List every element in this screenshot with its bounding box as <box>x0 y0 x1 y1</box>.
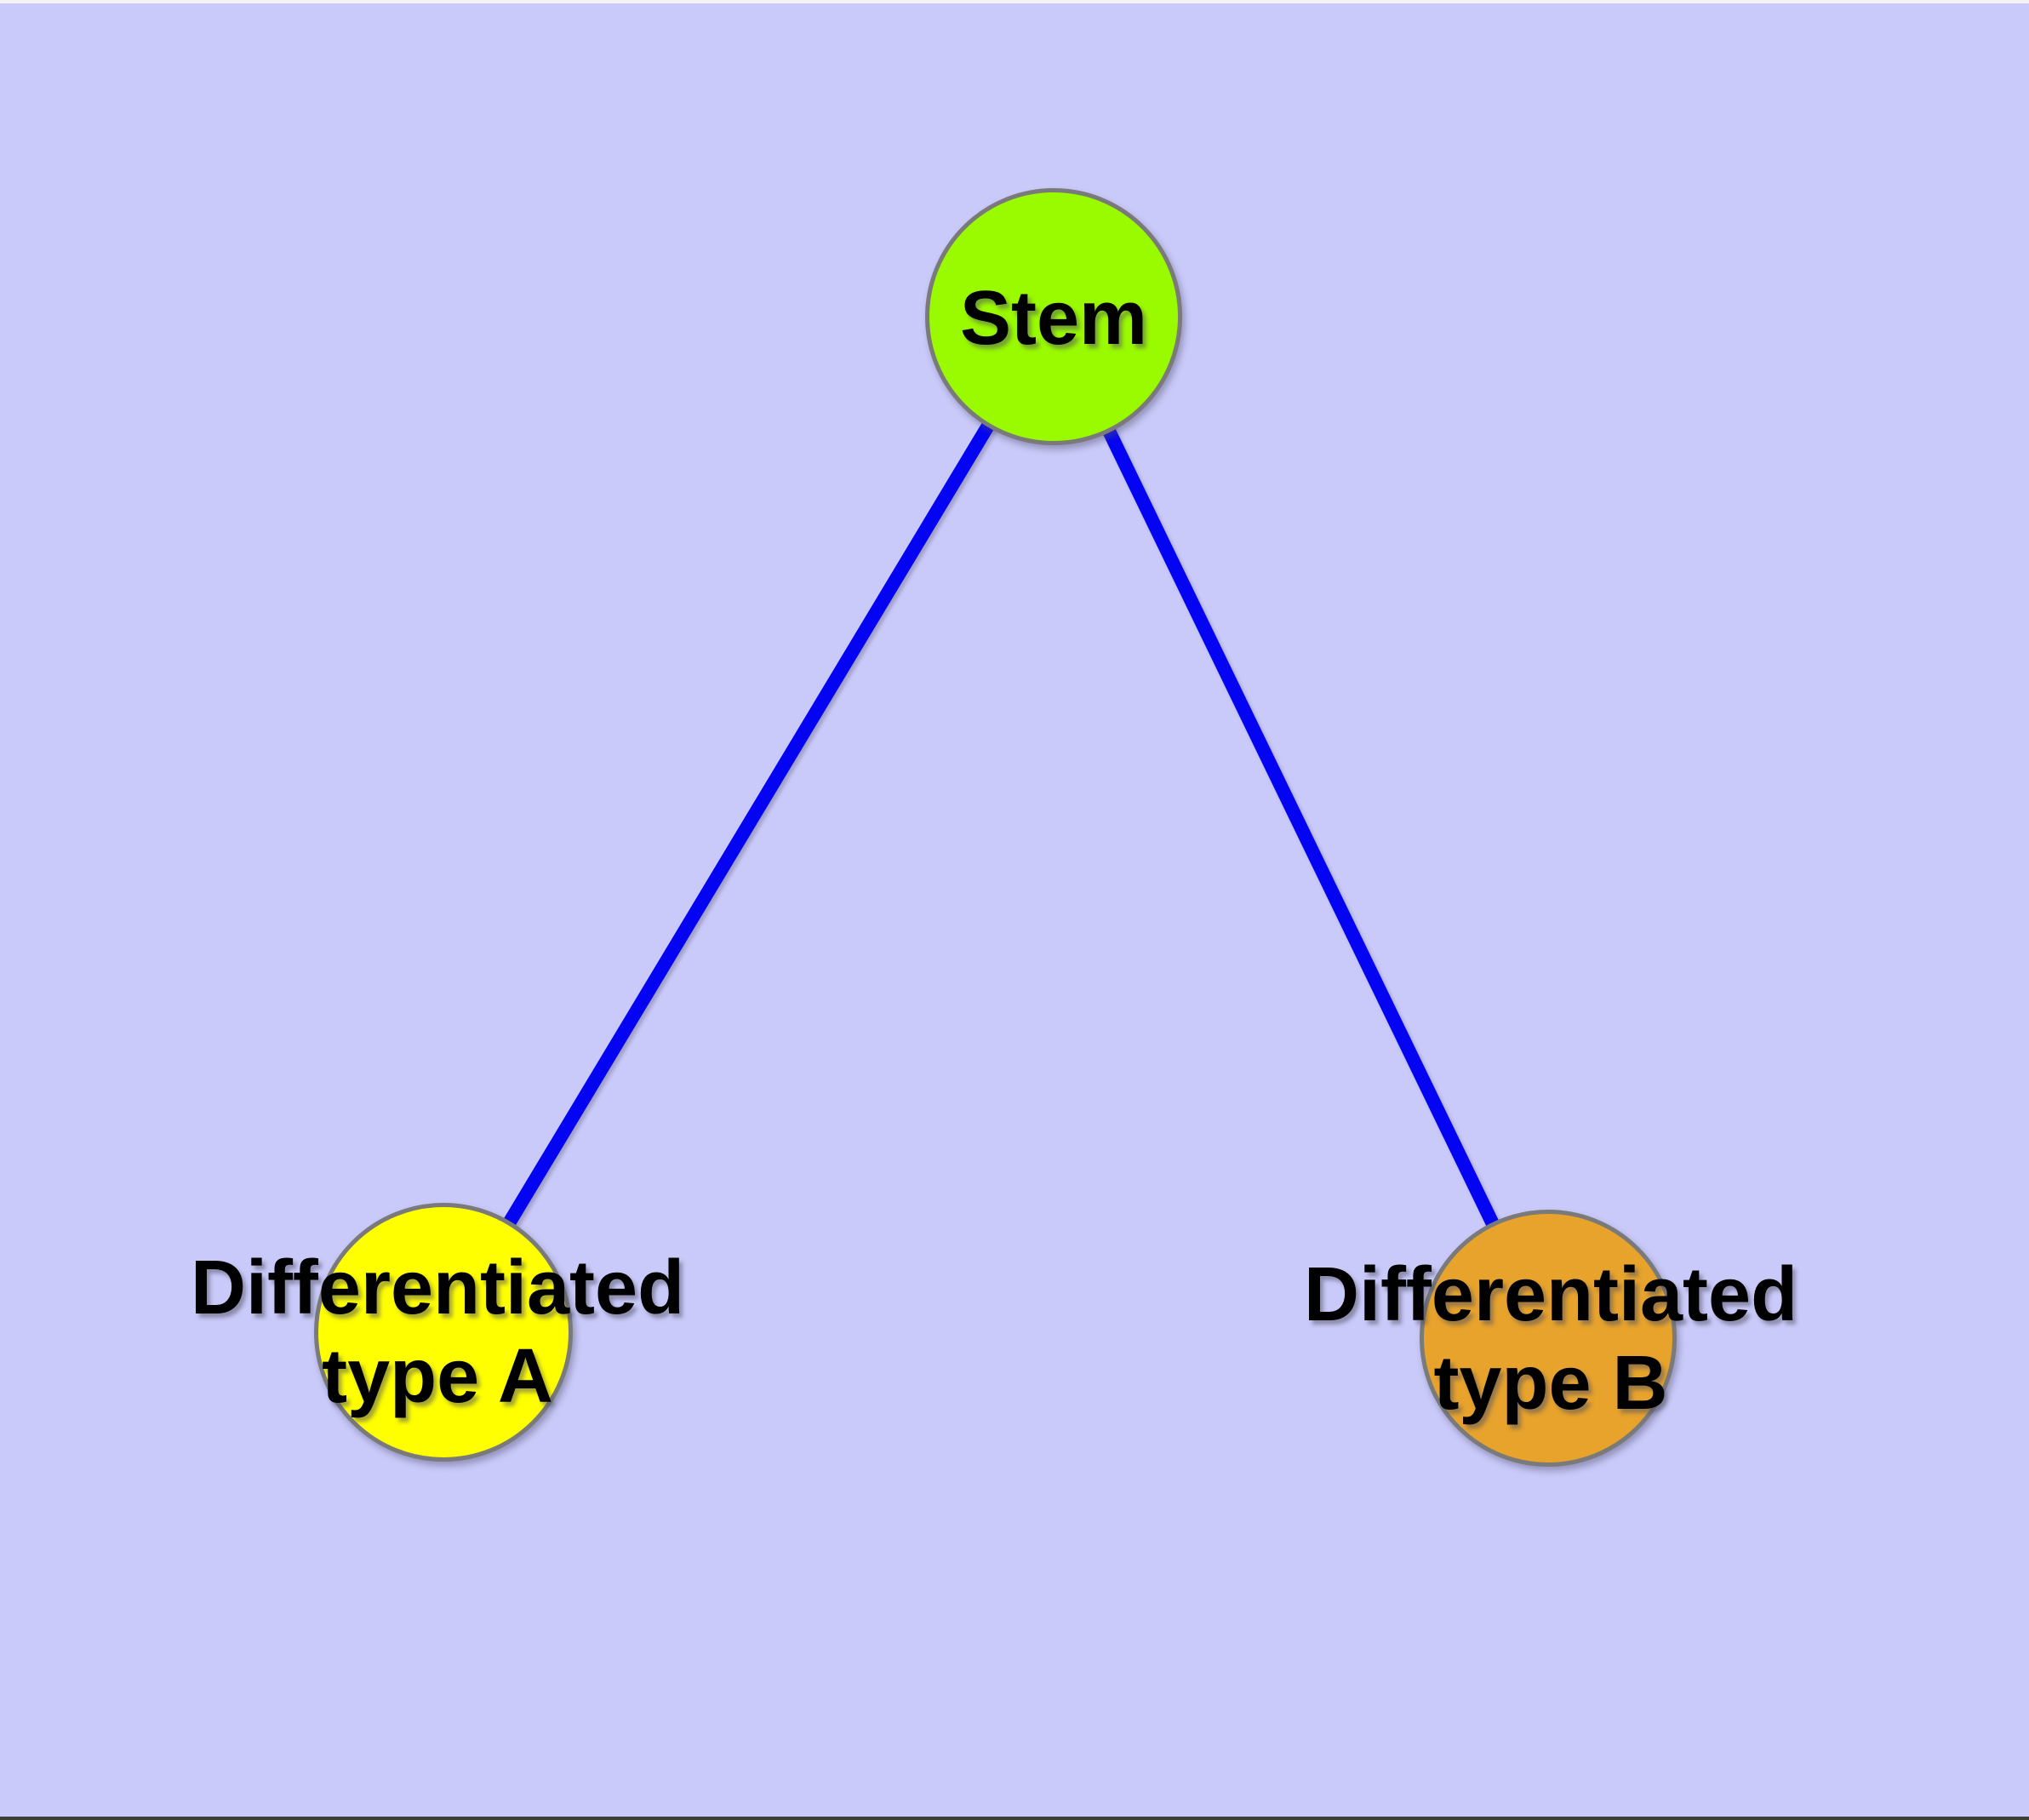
node-stem-label: Stem <box>960 274 1147 363</box>
node-type-a-label-line-2: type A <box>322 1334 553 1419</box>
node-type-a-label: Differentiated type A <box>191 1244 684 1421</box>
window-edge-top <box>0 0 2029 3</box>
node-type-b-label-line-1: Differentiated <box>1303 1252 1798 1337</box>
node-stem <box>925 188 1182 445</box>
node-type-a-label-line-1: Differentiated <box>190 1245 685 1331</box>
node-differentiated-type-b <box>1420 1210 1677 1467</box>
node-type-b-label: Differentiated type B <box>1304 1251 1798 1428</box>
node-differentiated-type-a <box>314 1203 573 1462</box>
node-stem-label-line: Stem <box>959 276 1148 361</box>
edge-stem-to-type-a <box>437 312 1060 1336</box>
edge-stem-to-type-b <box>1047 313 1555 1342</box>
node-type-b-label-line-2: type B <box>1433 1341 1668 1426</box>
window-edge-bottom <box>0 1817 2029 1820</box>
